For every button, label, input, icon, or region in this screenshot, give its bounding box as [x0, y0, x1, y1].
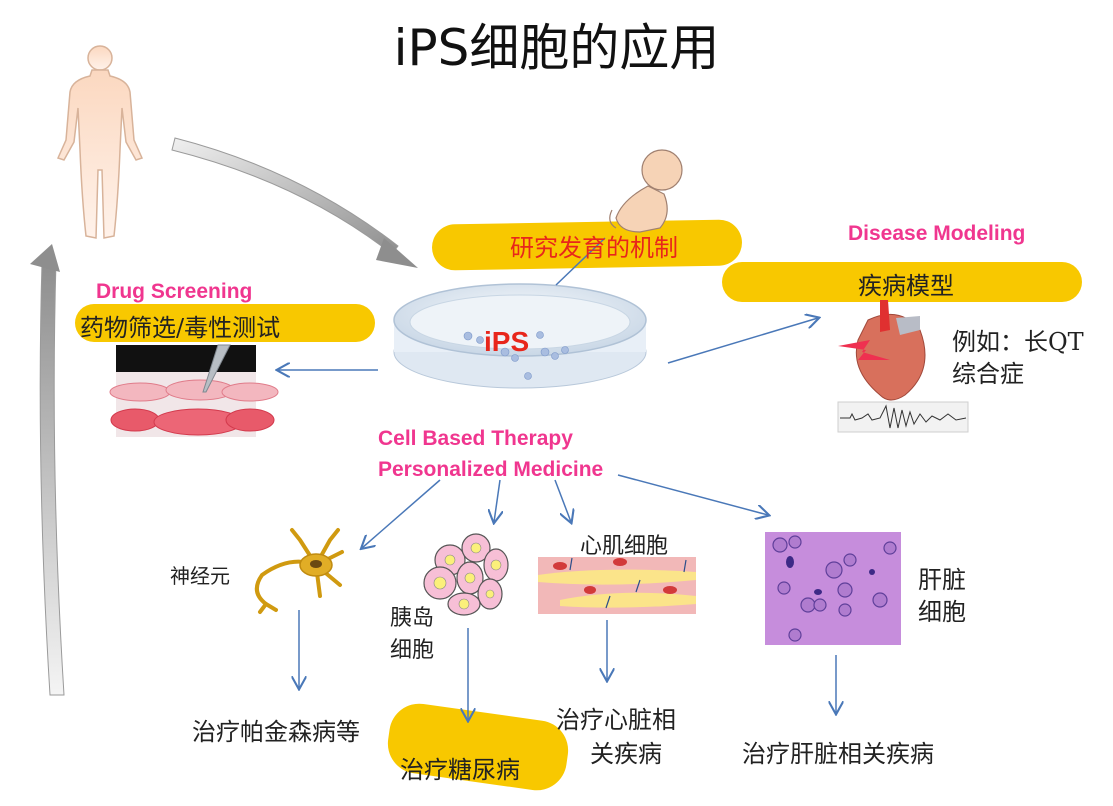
parkinsons-treatment: 治疗帕金森病等: [192, 718, 360, 746]
disease-modeling-label: 疾病模型: [858, 272, 954, 300]
big-arrow-to-ips: [171, 137, 418, 268]
cardiomyocyte-tissue-icon: [538, 557, 696, 614]
heart-treatment-line1: 治疗心脏相: [556, 706, 676, 734]
arrow-to-cardiomyocyte: [554, 479, 571, 522]
arrow-dish-to-development: [555, 237, 606, 286]
cardiomyocyte-label: 心肌细胞: [580, 534, 669, 559]
big-arrow-back-to-human: [30, 244, 65, 696]
ips-petri-dish-icon: [393, 283, 647, 389]
hepatocyte-tissue-icon: [765, 532, 901, 645]
development-label: 研究发育的机制: [510, 234, 678, 262]
islet-label-line2: 细胞: [390, 638, 435, 663]
liver-treatment: 治疗肝脏相关疾病: [742, 740, 934, 768]
arrow-to-neuron: [362, 479, 441, 548]
arrow-to-hepatocyte: [617, 474, 768, 515]
fetus-icon: [609, 149, 683, 233]
neuron-label: 神经元: [170, 564, 230, 588]
hepatocyte-label-line1: 肝脏: [918, 566, 966, 594]
drug-screening-photo: [109, 344, 279, 437]
disease-example-line2: 综合症: [952, 360, 1024, 388]
therapy-heading-line1: Cell Based Therapy: [378, 427, 573, 450]
heart-icon: [838, 300, 926, 401]
page-title: iPS细胞的应用: [393, 19, 720, 77]
neuron-icon: [254, 528, 344, 614]
hepatocyte-label-line2: 细胞: [918, 598, 966, 626]
diabetes-treatment: 治疗糖尿病: [400, 756, 520, 784]
ecg-trace-icon: [837, 401, 969, 433]
heart-treatment-line2: 关疾病: [590, 740, 662, 768]
islet-cells-icon: [423, 533, 509, 616]
drug-screening-heading: Drug Screening: [96, 280, 253, 303]
disease-modeling-heading: Disease Modeling: [848, 222, 1026, 245]
therapy-heading-line2: Personalized Medicine: [378, 458, 604, 481]
ips-dish-label: iPS: [484, 326, 530, 357]
highlight-drug-screening: [75, 304, 375, 342]
highlight-disease-modeling: [722, 262, 1082, 302]
human-body-icon: [56, 45, 144, 239]
drug-screening-label: 药物筛选/毒性测试: [80, 314, 281, 342]
islet-label-line1: 胰岛: [390, 606, 435, 631]
arrow-to-disease-modeling: [667, 318, 818, 364]
disease-example-line1: 例如：长QT: [952, 328, 1084, 356]
arrow-to-islet: [494, 479, 500, 522]
